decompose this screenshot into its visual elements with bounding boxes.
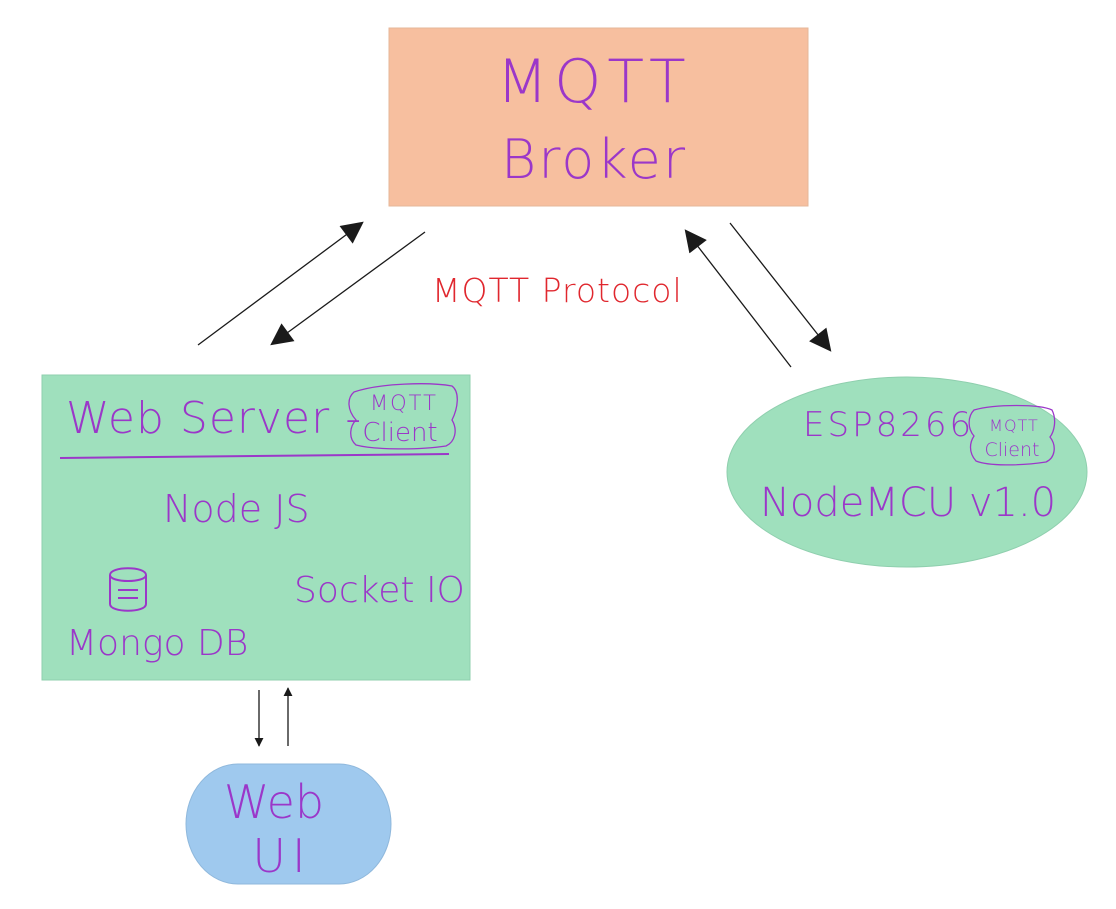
- web-ui-line2: UI: [252, 829, 311, 883]
- web-server-badge-outline: [348, 383, 458, 450]
- web-server-runtime: Node JS: [163, 487, 310, 531]
- web-server-badge-line1: MQTT: [370, 391, 438, 415]
- web-server-node: Web Server - MQTT Client Node JS Mongo D…: [41, 374, 471, 681]
- web-server-divider: [59, 453, 450, 459]
- broker-title-line1: MQTT: [496, 47, 691, 117]
- broker-box: [388, 27, 809, 207]
- web-ui-node: Web UI: [185, 763, 392, 885]
- web-server-title: Web Server -: [66, 393, 362, 444]
- web-server-badge-line2: Client: [362, 418, 437, 448]
- database-label: Mongo DB: [66, 623, 248, 664]
- web-server-box: [41, 374, 471, 681]
- database-icon: [109, 567, 147, 612]
- device-badge-line1: MQTT: [989, 416, 1039, 435]
- web-ui-line1: Web: [224, 775, 324, 829]
- mqtt-broker-node: MQTT Broker: [388, 27, 809, 207]
- arrow-server-to-broker: [197, 221, 364, 346]
- protocol-label: MQTT Protocol: [432, 271, 683, 310]
- arrow-device-to-broker: [684, 229, 792, 368]
- socket-label: Socket IO: [294, 570, 465, 611]
- arrow-broker-to-device: [729, 222, 832, 352]
- device-board-label: NodeMCU v1.0: [760, 480, 1056, 526]
- device-node: ESP8266 MQTT Client NodeMCU v1.0: [726, 376, 1088, 568]
- device-shape: [726, 376, 1088, 568]
- device-badge-outline: [968, 404, 1056, 466]
- device-badge-line2: Client: [984, 439, 1039, 461]
- arrow-broker-to-server: [270, 231, 426, 346]
- broker-title-line2: Broker: [501, 128, 687, 191]
- web-ui-shape: [185, 763, 392, 885]
- device-chip-label: ESP8266: [803, 405, 974, 445]
